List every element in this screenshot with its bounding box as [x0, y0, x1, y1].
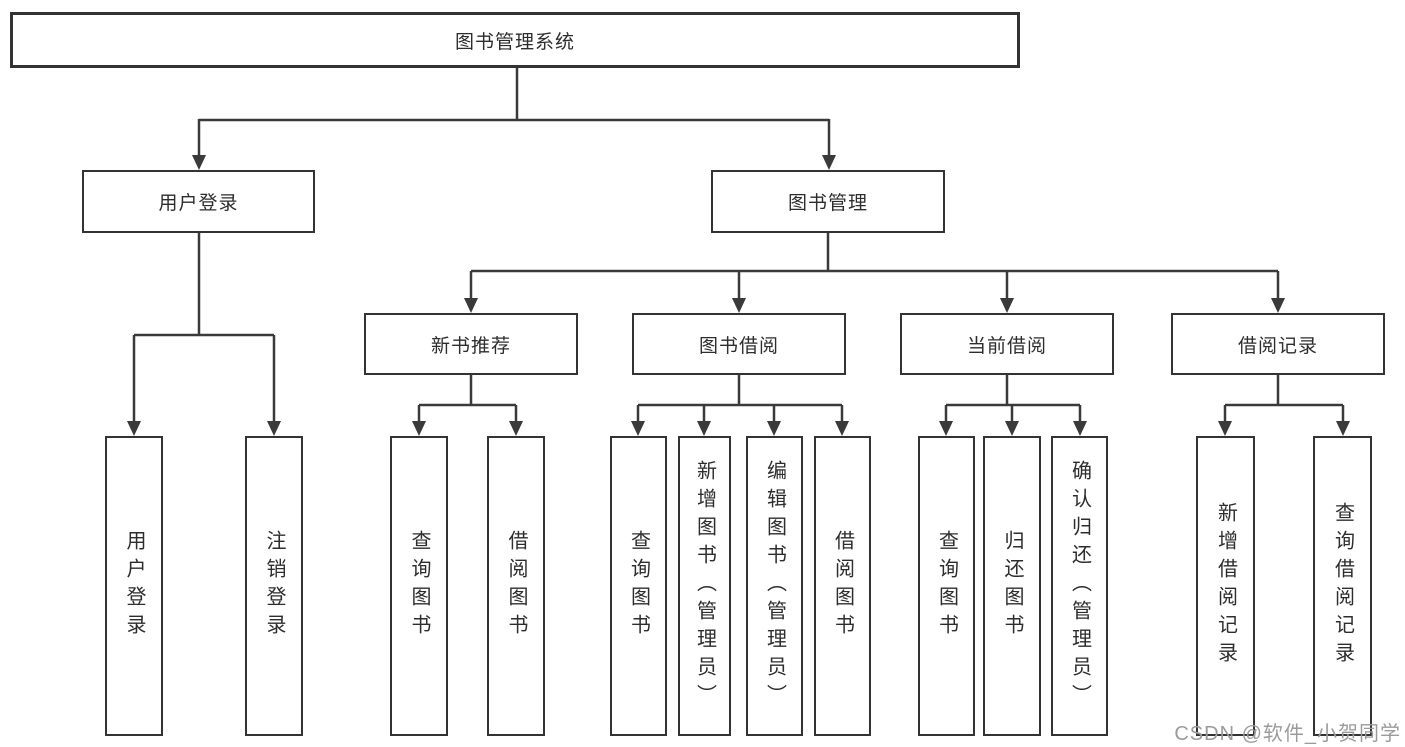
- leaf-label: 借阅图书: [831, 530, 854, 642]
- arrowhead: [1073, 421, 1087, 436]
- node-leaf-borrow-books-2: 借阅图书: [814, 436, 871, 736]
- leaf-label: 注销登录: [263, 530, 285, 642]
- node-current-borrow: 当前借阅: [900, 313, 1114, 375]
- arrowhead: [509, 421, 523, 436]
- node-leaf-query-borrow-record: 查询借阅记录: [1313, 436, 1372, 736]
- leaf-label: 确认归还（管理员）: [1068, 460, 1091, 712]
- connector-book-mgmt-branch: [469, 232, 1280, 300]
- connector-root-to-level2: [197, 68, 831, 157]
- node-leaf-query-books-1: 查询图书: [390, 436, 448, 736]
- node-leaf-query-books-3: 查询图书: [918, 436, 975, 736]
- leaf-label: 新增图书（管理员）: [693, 460, 716, 712]
- node-leaf-edit-books-admin: 编辑图书（管理员）: [746, 436, 803, 736]
- connector-user-login-branch: [132, 233, 276, 423]
- node-leaf-query-books-2: 查询图书: [610, 436, 667, 736]
- arrowhead: [412, 421, 426, 436]
- node-new-book-recommend: 新书推荐: [364, 313, 578, 375]
- node-leaf-confirm-return-admin: 确认归还（管理员）: [1051, 436, 1108, 736]
- connector-borrow-records-branch: [1223, 375, 1345, 423]
- arrowhead: [1336, 421, 1350, 436]
- node-book-management: 图书管理: [711, 170, 945, 233]
- leaf-label: 查询图书: [627, 530, 650, 642]
- arrowhead: [192, 155, 206, 170]
- arrowhead: [697, 421, 711, 436]
- leaf-label: 新增借阅记录: [1214, 502, 1237, 670]
- arrowhead: [835, 421, 849, 436]
- arrowhead: [1271, 298, 1285, 313]
- leaf-label: 归还图书: [1001, 530, 1023, 642]
- arrowhead: [767, 421, 781, 436]
- node-leaf-user-login: 用户登录: [105, 436, 163, 736]
- leaf-label: 借阅图书: [505, 530, 527, 642]
- connector-current-borrow-branch: [944, 375, 1082, 423]
- leaf-label: 用户登录: [123, 530, 145, 642]
- leaf-label: 查询图书: [935, 530, 958, 642]
- csdn-watermark: CSDN @软件_小贺同学: [1174, 723, 1401, 745]
- arrowhead: [631, 421, 645, 436]
- node-leaf-borrow-books-1: 借阅图书: [487, 436, 545, 736]
- leaf-label: 查询借阅记录: [1331, 502, 1354, 670]
- arrowhead: [127, 421, 141, 436]
- connector-new-book-branch: [417, 375, 518, 423]
- arrowhead: [822, 155, 836, 170]
- arrowhead: [732, 298, 746, 313]
- node-user-login: 用户登录: [82, 170, 315, 233]
- leaf-label: 编辑图书（管理员）: [763, 460, 786, 712]
- node-library-system: 图书管理系统: [10, 12, 1020, 68]
- arrowhead: [464, 298, 478, 313]
- arrowhead: [1005, 421, 1019, 436]
- node-leaf-add-borrow-record: 新增借阅记录: [1196, 436, 1255, 736]
- arrowhead: [1218, 421, 1232, 436]
- node-book-borrow: 图书借阅: [632, 313, 846, 375]
- connector-book-borrow-branch: [636, 375, 844, 423]
- node-borrow-records: 借阅记录: [1171, 313, 1385, 375]
- arrowhead: [939, 421, 953, 436]
- arrowheads: [127, 155, 1350, 436]
- node-leaf-logout: 注销登录: [245, 436, 303, 736]
- leaf-label: 查询图书: [408, 530, 430, 642]
- arrowhead: [1000, 298, 1014, 313]
- arrowhead: [267, 421, 281, 436]
- node-leaf-return-books: 归还图书: [983, 436, 1041, 736]
- node-leaf-add-books-admin: 新增图书（管理员）: [678, 436, 731, 736]
